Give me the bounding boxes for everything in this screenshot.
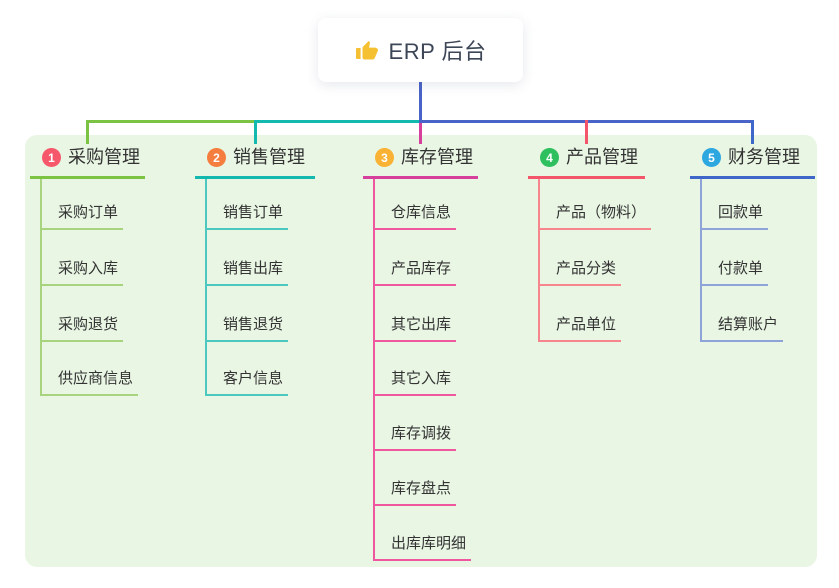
- branch-drop-line-2: [253, 120, 257, 144]
- bus-segment-middle: [253, 120, 419, 123]
- child-node[interactable]: 产品分类: [538, 259, 622, 286]
- branch-drop-line-4: [584, 120, 588, 144]
- root-connector-line: [418, 82, 422, 123]
- branch-rail-4: [538, 179, 540, 342]
- child-node[interactable]: 产品库存: [373, 259, 457, 286]
- branch-label-3: 库存管理: [401, 147, 473, 167]
- child-node[interactable]: 销售订单: [205, 203, 289, 230]
- child-node[interactable]: 结算账户: [700, 315, 784, 342]
- child-node[interactable]: 采购退货: [40, 315, 124, 342]
- branch-header-4[interactable]: 4 产品管理: [528, 142, 645, 179]
- branch-badge-5: 5: [702, 148, 721, 167]
- branch-badge-4: 4: [540, 148, 559, 167]
- branch-drop-line-3: [418, 123, 422, 144]
- child-node[interactable]: 仓库信息: [373, 203, 457, 230]
- branch-label-5: 财务管理: [728, 147, 800, 167]
- branch-label-2: 销售管理: [233, 147, 305, 167]
- child-node[interactable]: 供应商信息: [40, 369, 139, 396]
- child-node[interactable]: 付款单: [700, 259, 769, 286]
- branch-badge-3: 3: [375, 148, 394, 167]
- bus-segment-left: [85, 120, 254, 123]
- child-node[interactable]: 库存盘点: [373, 479, 457, 506]
- child-node[interactable]: 销售出库: [205, 259, 289, 286]
- child-node[interactable]: 其它出库: [373, 315, 457, 342]
- branch-4: 4 产品管理产品（物料） 产品分类产品单位: [528, 142, 652, 342]
- branch-rail-1: [40, 179, 42, 396]
- branch-2: 2 销售管理销售订单销售出库销售退货客户信息: [195, 142, 315, 396]
- branch-header-3[interactable]: 3 库存管理: [363, 142, 478, 179]
- branch-3: 3 库存管理仓库信息产品库存其它出库其它入库库存调拨库存盘点出库库明细: [363, 142, 478, 561]
- child-node[interactable]: 回款单: [700, 203, 769, 230]
- child-node[interactable]: 客户信息: [205, 369, 289, 396]
- child-node[interactable]: 产品单位: [538, 315, 622, 342]
- branch-label-1: 采购管理: [68, 147, 140, 167]
- branch-5: 5 财务管理回款单付款单结算账户: [690, 142, 815, 342]
- child-node[interactable]: 库存调拨: [373, 424, 457, 451]
- child-node[interactable]: 采购入库: [40, 259, 124, 286]
- mindmap-panel: [25, 135, 817, 567]
- branch-header-5[interactable]: 5 财务管理: [690, 142, 815, 179]
- child-node[interactable]: 采购订单: [40, 203, 124, 230]
- branch-header-1[interactable]: 1 采购管理: [30, 142, 145, 179]
- branch-drop-line-5: [750, 120, 754, 144]
- branch-rail-2: [205, 179, 207, 396]
- branch-label-4: 产品管理: [566, 147, 638, 167]
- branch-1: 1 采购管理采购订单采购入库采购退货供应商信息: [30, 142, 145, 396]
- child-node[interactable]: 产品（物料）: [538, 203, 652, 230]
- root-node-label: ERP 后台: [388, 39, 487, 64]
- branch-header-2[interactable]: 2 销售管理: [195, 142, 315, 179]
- child-node[interactable]: 出库库明细: [373, 534, 472, 561]
- branch-rail-5: [700, 179, 702, 342]
- branch-rail-3: [373, 179, 375, 561]
- thumbs-up-icon: [355, 41, 378, 60]
- branch-badge-1: 1: [42, 148, 61, 167]
- branch-badge-2: 2: [207, 148, 226, 167]
- child-node[interactable]: 销售退货: [205, 315, 289, 342]
- branch-drop-line-1: [85, 120, 89, 144]
- root-node-erp[interactable]: ERP 后台: [318, 18, 523, 82]
- child-node[interactable]: 其它入库: [373, 369, 457, 396]
